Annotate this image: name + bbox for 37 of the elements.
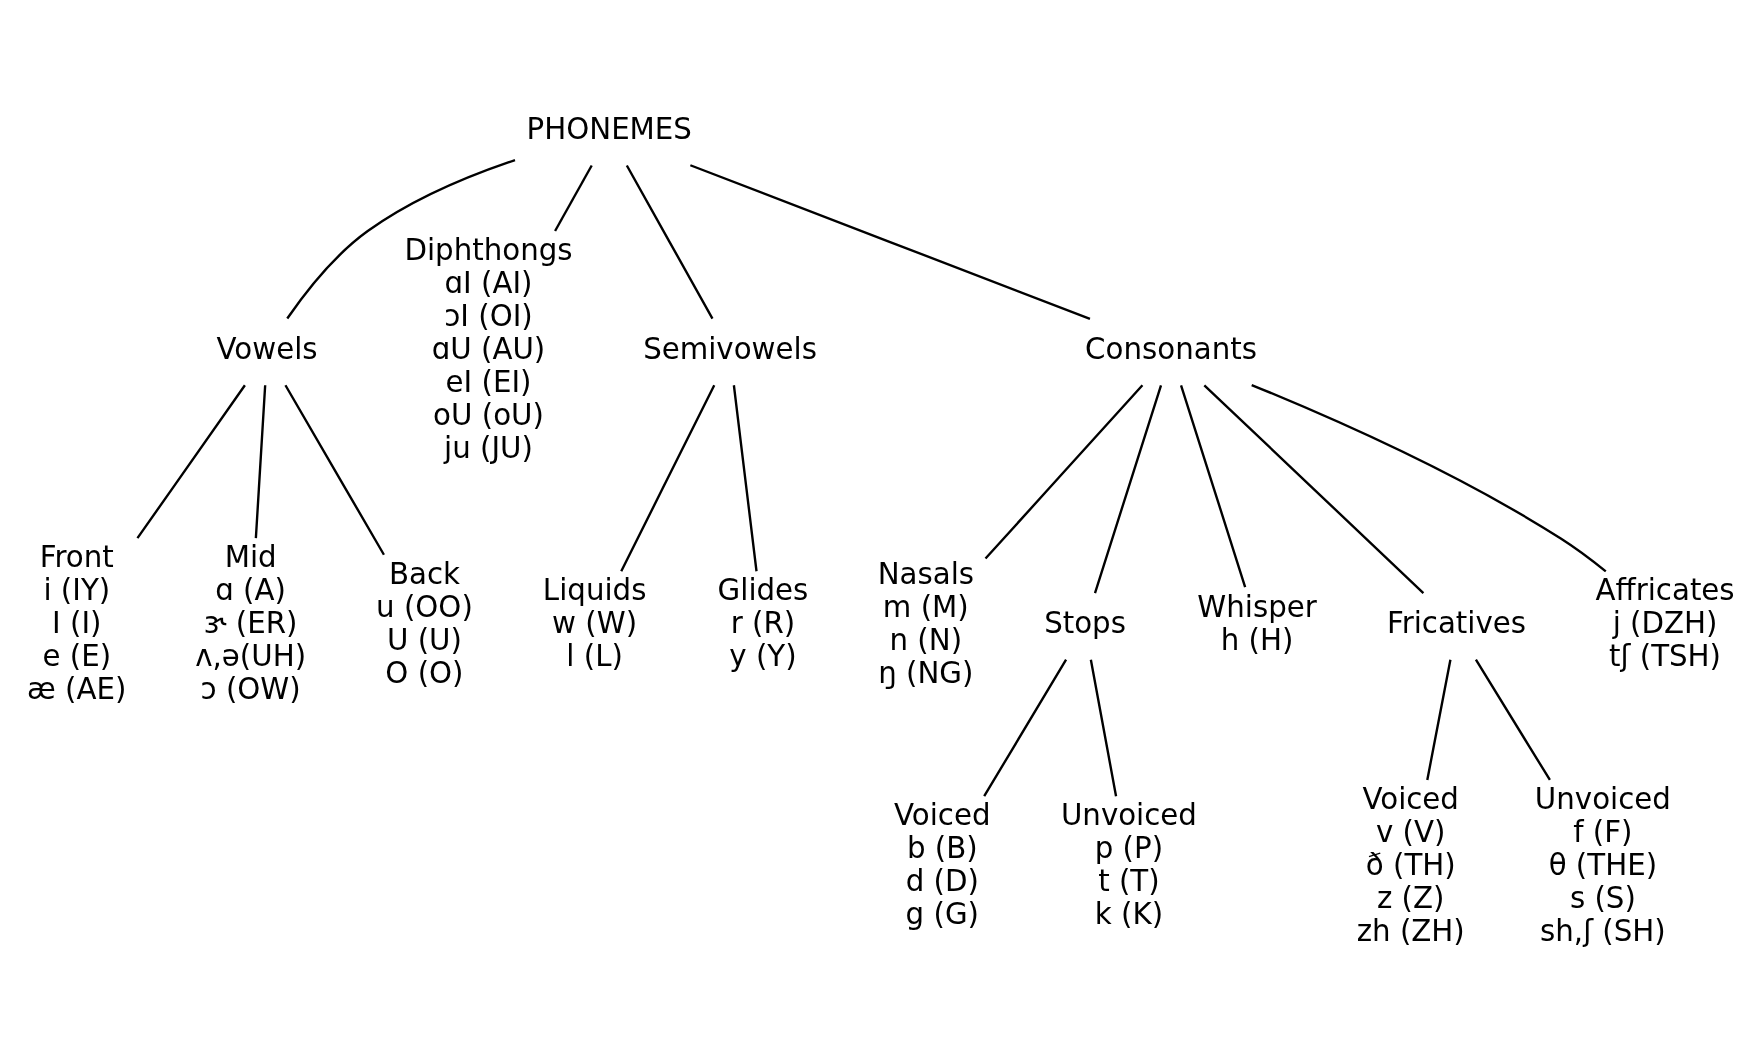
connector <box>984 383 1144 559</box>
connector <box>1203 383 1425 594</box>
node-text: Voiced b (B) d (D) g (G) <box>894 797 991 931</box>
connector <box>254 384 267 538</box>
node-text: Liquids w (W) l (L) <box>542 572 647 673</box>
node-text: Consonants <box>1085 331 1257 366</box>
node-text: Voiced v (V) ð (TH) z (Z) zh (ZH) <box>1356 781 1465 948</box>
connector <box>1251 383 1607 572</box>
connector <box>136 384 246 539</box>
connector <box>284 384 385 555</box>
connector <box>983 658 1068 797</box>
node-text: Front i (IY) I (I) e (E) æ (AE) <box>27 539 127 706</box>
node-text: Glides r (R) y (Y) <box>717 572 809 673</box>
connector <box>286 158 516 319</box>
node-text: Unvoiced p (P) t (T) k (K) <box>1060 797 1197 931</box>
node-text: Semivowels <box>643 331 817 366</box>
node-text: Fricatives <box>1386 605 1527 640</box>
connector <box>1093 384 1163 593</box>
connector <box>625 164 714 319</box>
node-text: Mid ɑ (A) ɝ (ER) ʌ,ə(UH) ɔ (OW) <box>195 539 307 706</box>
connector <box>1474 658 1551 781</box>
connector <box>554 164 593 232</box>
node-text: Diphthongs ɑI (AI) ɔI (OI) ɑU (AU) eI (EI) oU (oU) ju (JU) <box>404 232 573 465</box>
node-text: Affricates j (DZH) tʃ (TSH) <box>1595 572 1735 673</box>
node-text: Nasals m (M) n (N) ŋ (NG) <box>877 556 975 690</box>
connector <box>1426 659 1452 780</box>
node-text: Back u (OO) U (U) O (O) <box>376 556 473 690</box>
node-text: Whisper h (H) <box>1197 589 1317 657</box>
node-text: Unvoiced f (F) θ (THE) s (S) sh,ʃ (SH) <box>1534 781 1671 948</box>
node-text: Vowels <box>216 331 318 366</box>
connector <box>1089 659 1118 796</box>
connector <box>1179 384 1247 587</box>
node-text: PHONEMES <box>526 111 692 146</box>
connector <box>732 384 758 571</box>
node-text: Stops <box>1044 605 1126 640</box>
connector <box>689 163 1091 320</box>
connector <box>620 384 716 572</box>
